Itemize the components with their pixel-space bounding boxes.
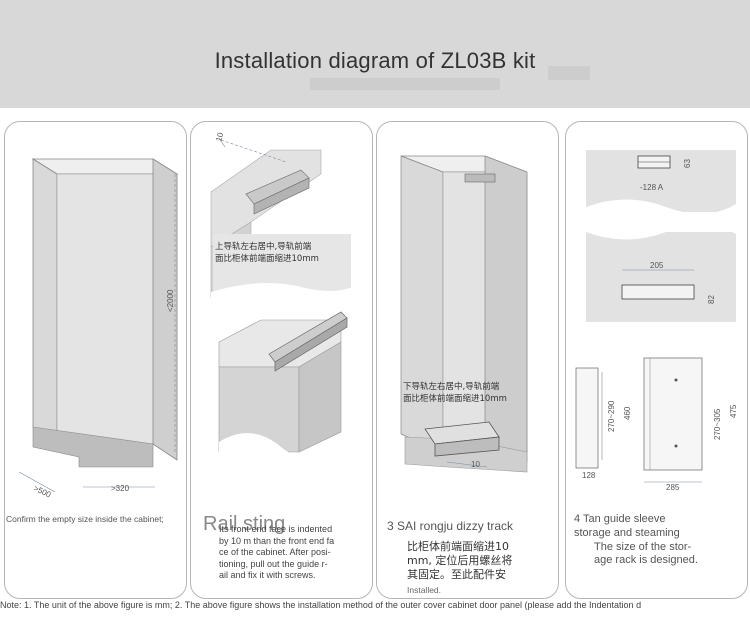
step-2-description-line: ail and fix it with screws. — [219, 570, 316, 580]
step-1-caption: Confirm the empty size inside the cabine… — [6, 514, 164, 524]
step-4-caption-line: 4 Tan guide sleeve — [574, 513, 666, 525]
step-4-caption-line: storage and steaming — [574, 527, 680, 539]
step-3-cn-line-1: 下导轨左右居中,导轨前端 — [403, 381, 500, 392]
step-3-cn-text: 比柜体前端面缩进10 mm, 定位后用螺丝将 其固定。至此配件安 — [407, 540, 557, 582]
width-dim: >320 — [111, 484, 130, 493]
step-4-subcaption: The size of the stor- age rack is design… — [594, 541, 698, 567]
step-4-subcaption-line: age rack is designed. — [594, 554, 698, 566]
step-2-description-line: Its front end face is indented — [219, 524, 333, 534]
step-3-cn-line-2: 面比柜体前端面缩进10mm — [403, 393, 507, 404]
step-3-cn-text-line: 比柜体前端面缩进10 — [407, 540, 509, 553]
footer-note: Note: 1. The unit of the above figure is… — [0, 600, 642, 610]
step-3-note: Installed. — [407, 585, 442, 595]
step-3-cn-text-line: 其固定。至此配件安 — [407, 568, 506, 581]
empty-cabinet-drawing: <2000 >500 >320 — [18, 158, 179, 500]
step-3-cn-text-line: mm, 定位后用螺丝将 — [407, 554, 513, 567]
step-2-description-line: tioning, pull out the guide r- — [219, 558, 328, 569]
top-offset-dim: 10 — [214, 131, 225, 142]
dim-g: 128 — [582, 471, 596, 480]
dim-b: 63 — [683, 159, 692, 168]
dim-e: 270~290 — [607, 400, 616, 432]
step-4-caption: 4 Tan guide sleeve storage and steaming — [574, 512, 680, 540]
ghost-text-bar — [548, 66, 590, 80]
step-2-heading: Rail sting — [203, 513, 286, 535]
step-1-panel: <2000 >500 >320 Confirm the empty size i… — [4, 121, 187, 599]
dim-i: 475 — [729, 404, 738, 418]
header-banner: Installation diagram of ZL03B kit — [0, 0, 750, 108]
step-4-subcaption-line: The size of the stor- — [594, 541, 692, 553]
step-2-description-line: ce of the cabinet. After posi- — [219, 547, 331, 557]
dim-a: -128 A — [640, 183, 664, 192]
step-2-panel: 10 上导轨左右居中,导轨前端 面比柜体前端面缩进10mm Rail sting… — [190, 121, 373, 599]
step-3-caption: 3 SAI rongju dizzy track — [387, 519, 514, 533]
height-dim: <2000 — [166, 289, 175, 312]
depth-dim: >500 — [32, 484, 53, 500]
dim-c: 205 — [650, 261, 664, 270]
step-2-description-line: by 10 m than the front end fa — [219, 535, 335, 546]
dim-h: 270~305 — [713, 408, 722, 440]
ghost-text-bar — [310, 78, 500, 90]
bottom-offset-dim: 10 — [471, 460, 480, 469]
lower-rail-drawing: 下导轨左右居中,导轨前端 面比柜体前端面缩进10mm 10 — [400, 155, 528, 473]
step-3-panel: 下导轨左右居中,导轨前端 面比柜体前端面缩进10mm 10 3 SAI rong… — [376, 121, 559, 599]
dim-d: 82 — [707, 295, 716, 304]
dim-f: 460 — [623, 406, 632, 420]
storage-rack-drawing: -128 A 63 205 82 270~290 460 128 270~305… — [575, 150, 738, 492]
step-4-panel: -128 A 63 205 82 270~290 460 128 270~305… — [565, 121, 748, 599]
step-2-cn-line-1: 上导轨左右居中,导轨前端 — [215, 241, 312, 252]
page-title: Installation diagram of ZL03B kit — [214, 48, 536, 73]
rail-install-drawing: 10 上导轨左右居中,导轨前端 面比柜体前端面缩进10mm — [210, 131, 361, 462]
step-2-cn-line-2: 面比柜体前端面缩进10mm — [215, 253, 319, 264]
step-2-description: Its front end face is indented by 10 m t… — [219, 524, 369, 582]
dim-j: 285 — [666, 483, 680, 492]
